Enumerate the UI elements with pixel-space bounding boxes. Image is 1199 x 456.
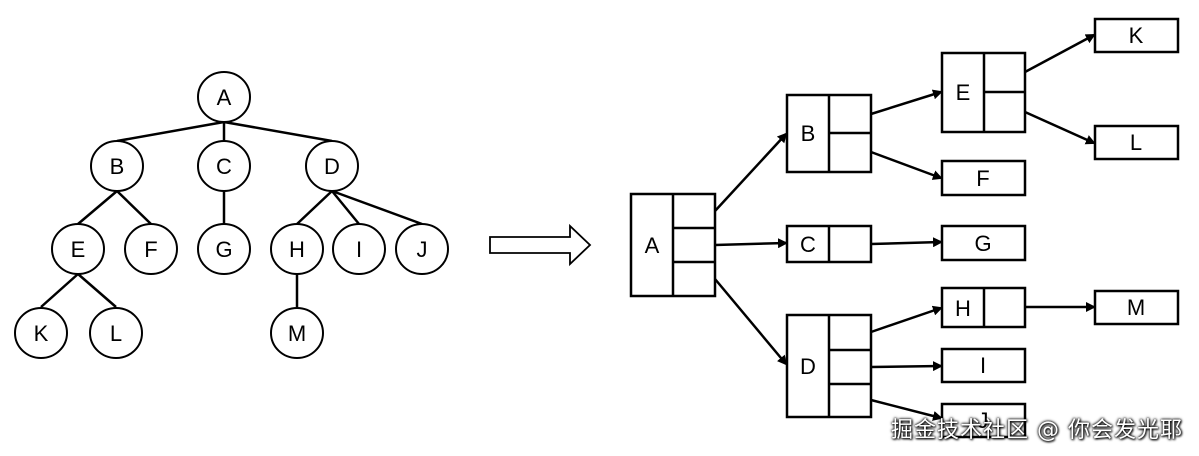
pointer-A-D xyxy=(714,278,788,366)
linked-node-H: H xyxy=(940,286,1027,329)
linked-node-C: C xyxy=(785,224,873,264)
linked-node-label: E xyxy=(956,80,971,105)
tree-edge-D-H xyxy=(296,190,333,225)
transform-arrow-icon xyxy=(489,223,592,267)
linked-node-label: C xyxy=(800,232,816,257)
tree-node-L: L xyxy=(89,307,143,359)
watermark-text: 掘金技术社区 @ 你会发光耶 xyxy=(891,418,1183,443)
tree-edge-B-E xyxy=(77,190,118,225)
tree-node-label: J xyxy=(417,237,428,262)
linked-node-label: I xyxy=(980,353,986,378)
tree-node-A: A xyxy=(197,71,251,123)
tree-node-C: C xyxy=(197,140,251,192)
tree-node-B: B xyxy=(90,140,144,192)
linked-node-label: L xyxy=(1130,130,1142,155)
tree-node-label: D xyxy=(324,154,340,179)
pointer-D-J xyxy=(870,398,943,421)
pointer-arrows xyxy=(714,33,1096,421)
tree-edge-D-J xyxy=(331,189,423,226)
linked-node-B: B xyxy=(785,93,873,174)
linked-node-E: E xyxy=(940,51,1027,134)
tree-edge-A-D xyxy=(223,120,333,143)
tree-node-label: G xyxy=(215,237,232,262)
linked-node-A: A xyxy=(629,192,717,298)
tree-node-F: F xyxy=(124,223,178,275)
tree-node-label: B xyxy=(110,154,125,179)
linked-node-I: I xyxy=(940,347,1027,384)
linked-node-J: J xyxy=(940,402,1027,439)
linked-node-label: F xyxy=(976,166,989,191)
tree-edge-A-B xyxy=(116,120,225,143)
tree-node-label: L xyxy=(110,321,122,346)
pointer-D-H xyxy=(870,305,943,334)
pointer-A-B xyxy=(714,132,788,212)
tree-node-label: E xyxy=(71,237,86,262)
linked-node-label: A xyxy=(645,233,660,258)
tree-node-label: A xyxy=(217,85,232,110)
tree-edge-B-F xyxy=(116,190,152,225)
tree-node-label: M xyxy=(288,321,306,346)
tree-node-label: K xyxy=(34,321,49,346)
linked-node-F: F xyxy=(940,159,1027,197)
linked-node-label: G xyxy=(974,231,991,256)
tree-node-G: G xyxy=(197,223,251,275)
tree-node-label: F xyxy=(144,237,157,262)
tree-node-H: H xyxy=(270,223,324,275)
linked-node-label: B xyxy=(801,121,816,146)
tree-node-E: E xyxy=(51,223,105,275)
pointer-D-I xyxy=(870,361,943,372)
tree-node-M: M xyxy=(270,307,324,359)
linked-node-K: K xyxy=(1093,17,1180,54)
pointer-B-F xyxy=(870,150,943,180)
pointer-C-G xyxy=(870,237,943,248)
tree-edge-E-K xyxy=(40,273,79,308)
tree-node-D: D xyxy=(305,140,359,192)
linked-node-label: H xyxy=(955,296,971,321)
tree-node-I: I xyxy=(332,223,386,275)
linked-node-D: D xyxy=(785,313,873,419)
pointer-A-C xyxy=(714,238,788,249)
linked-node-label: K xyxy=(1129,23,1144,48)
pointer-B-E xyxy=(870,89,943,116)
tree-node-label: C xyxy=(216,154,232,179)
linked-node-G: G xyxy=(940,224,1027,262)
linked-node-M: M xyxy=(1093,289,1180,326)
tree-node-J: J xyxy=(395,223,449,275)
tree-edge-D-I xyxy=(331,190,360,225)
linked-node-L: L xyxy=(1093,124,1180,161)
pointer-E-K xyxy=(1024,33,1096,74)
tree-edge-E-L xyxy=(77,273,117,308)
tree-node-K: K xyxy=(14,307,68,359)
linked-node-label: M xyxy=(1127,295,1145,320)
tree-node-label: I xyxy=(356,237,362,262)
linked-node-label: J xyxy=(978,408,989,433)
linked-node-label: D xyxy=(800,354,816,379)
tree-edges xyxy=(40,120,423,308)
pointer-E-L xyxy=(1024,110,1096,145)
tree-node-label: H xyxy=(289,237,305,262)
